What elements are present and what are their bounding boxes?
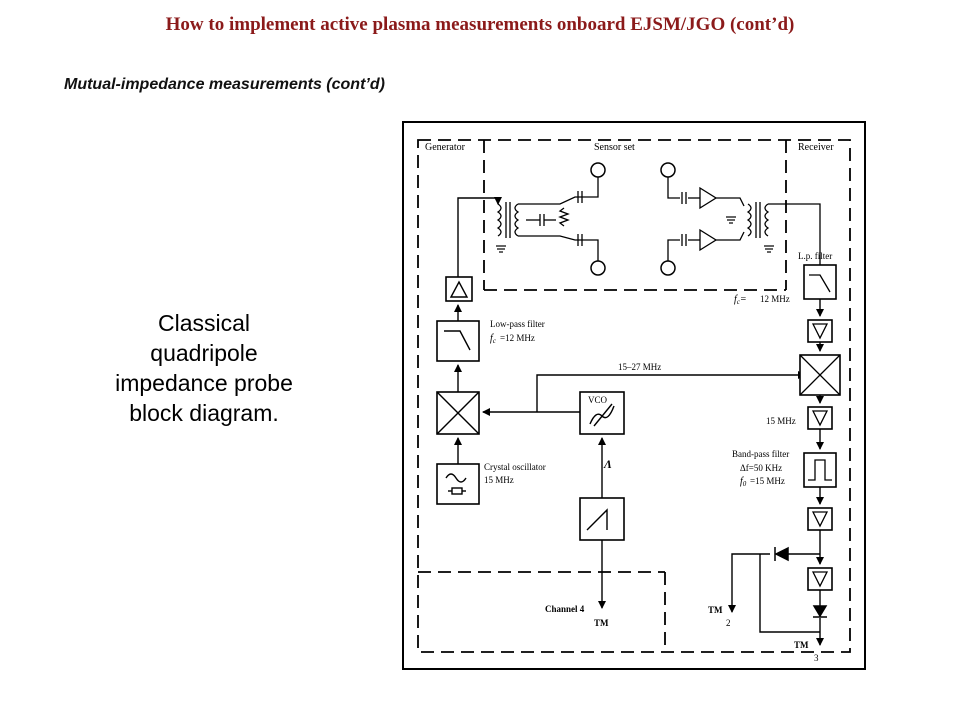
band-pass-filter-label: Band-pass filter xyxy=(732,449,789,459)
receiver-label: Receiver xyxy=(798,142,834,153)
sweep-symbol: Λ xyxy=(603,457,612,471)
dashed-enclosure xyxy=(417,139,851,653)
delta-f-label: Δf=50 KHz xyxy=(740,463,782,473)
generator-label: Generator xyxy=(425,142,466,153)
sawtooth-box xyxy=(579,497,625,541)
lp-filter-label: L.p. filter xyxy=(798,251,832,261)
crystal-freq-label: 15 MHz xyxy=(484,475,514,485)
vco-box xyxy=(579,391,625,435)
freq-range-label: 15–27 MHz xyxy=(618,362,661,372)
generator-wiring xyxy=(454,197,806,609)
tm2-label: TM xyxy=(708,605,723,615)
receiver-box-symbols xyxy=(799,274,841,588)
fc-value-label: 12 MHz xyxy=(760,294,790,304)
vco-label: VCO xyxy=(588,395,608,405)
receiver-lowpass-box xyxy=(803,264,837,300)
tm2-number: 2 xyxy=(726,618,731,628)
crystal-oscillator-label: Crystal oscillator xyxy=(484,462,546,472)
channel-4-label: Channel 4 xyxy=(545,604,585,614)
slide-title: How to implement active plasma measureme… xyxy=(165,14,795,35)
bandpass-filter-box xyxy=(803,452,837,488)
low-pass-fc-symbol: fc xyxy=(490,333,497,345)
receiver-wiring xyxy=(728,299,824,646)
sensor-electrodes xyxy=(590,162,676,276)
sensor-set-label: Sensor set xyxy=(594,142,635,153)
f0-symbol: f0 xyxy=(740,476,747,488)
fc-symbol: fc= xyxy=(734,294,747,306)
tm3-label: TM xyxy=(794,640,809,650)
diagram-caption: Classical quadripole impedance probe blo… xyxy=(115,310,293,426)
ground-symbols xyxy=(496,216,774,253)
crystal-oscillator-box xyxy=(436,463,480,505)
tm3-number: 3 xyxy=(814,653,819,663)
generator-lowpass-box xyxy=(436,320,480,362)
diode-symbols xyxy=(774,546,828,618)
freq-15-label: 15 MHz xyxy=(766,416,796,426)
slide-subtitle: Mutual-impedance measurements (cont’d) xyxy=(64,76,385,93)
receive-coupling xyxy=(667,177,821,265)
low-pass-filter-label: Low-pass filter xyxy=(490,319,545,329)
transmit-coupling xyxy=(496,177,599,261)
f0-label: =15 MHz xyxy=(750,476,785,486)
generator-box-symbols xyxy=(436,280,615,531)
low-pass-fc-label: =12 MHz xyxy=(500,333,535,343)
diagram-frame xyxy=(402,121,866,670)
tm-channel4-label: TM xyxy=(594,618,609,628)
